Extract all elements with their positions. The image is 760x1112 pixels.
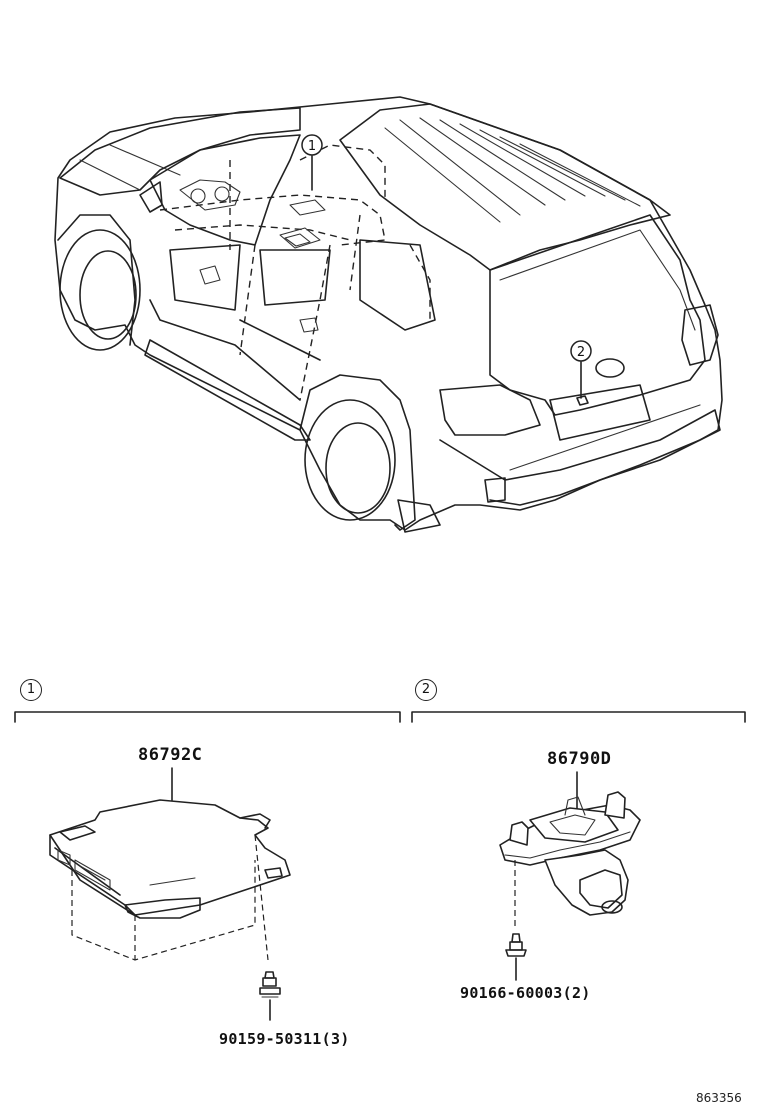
vehicle-illustration — [54, 96, 723, 533]
fastener-90159-50311: 90159-50311(3) — [219, 1030, 350, 1048]
callout-2: 2 — [570, 340, 592, 362]
ecu-module-illustration — [49, 767, 291, 1021]
section-2-bracket — [411, 711, 746, 723]
part-number-86790d: 86790D — [547, 749, 612, 769]
section-2-marker: 2 — [415, 679, 437, 701]
fastener-90166-60003: 90166-60003(2) — [460, 984, 591, 1002]
section-1-bracket — [14, 711, 401, 723]
section-1-marker: 1 — [20, 679, 42, 701]
callout-1-label: 1 — [308, 139, 316, 154]
callout-2-label: 2 — [577, 345, 585, 360]
callout-1: 1 — [301, 134, 323, 156]
diagram-reference-code: 863356 — [696, 1091, 742, 1105]
part-number-86792c: 86792C — [138, 745, 203, 765]
camera-illustration — [499, 771, 641, 981]
